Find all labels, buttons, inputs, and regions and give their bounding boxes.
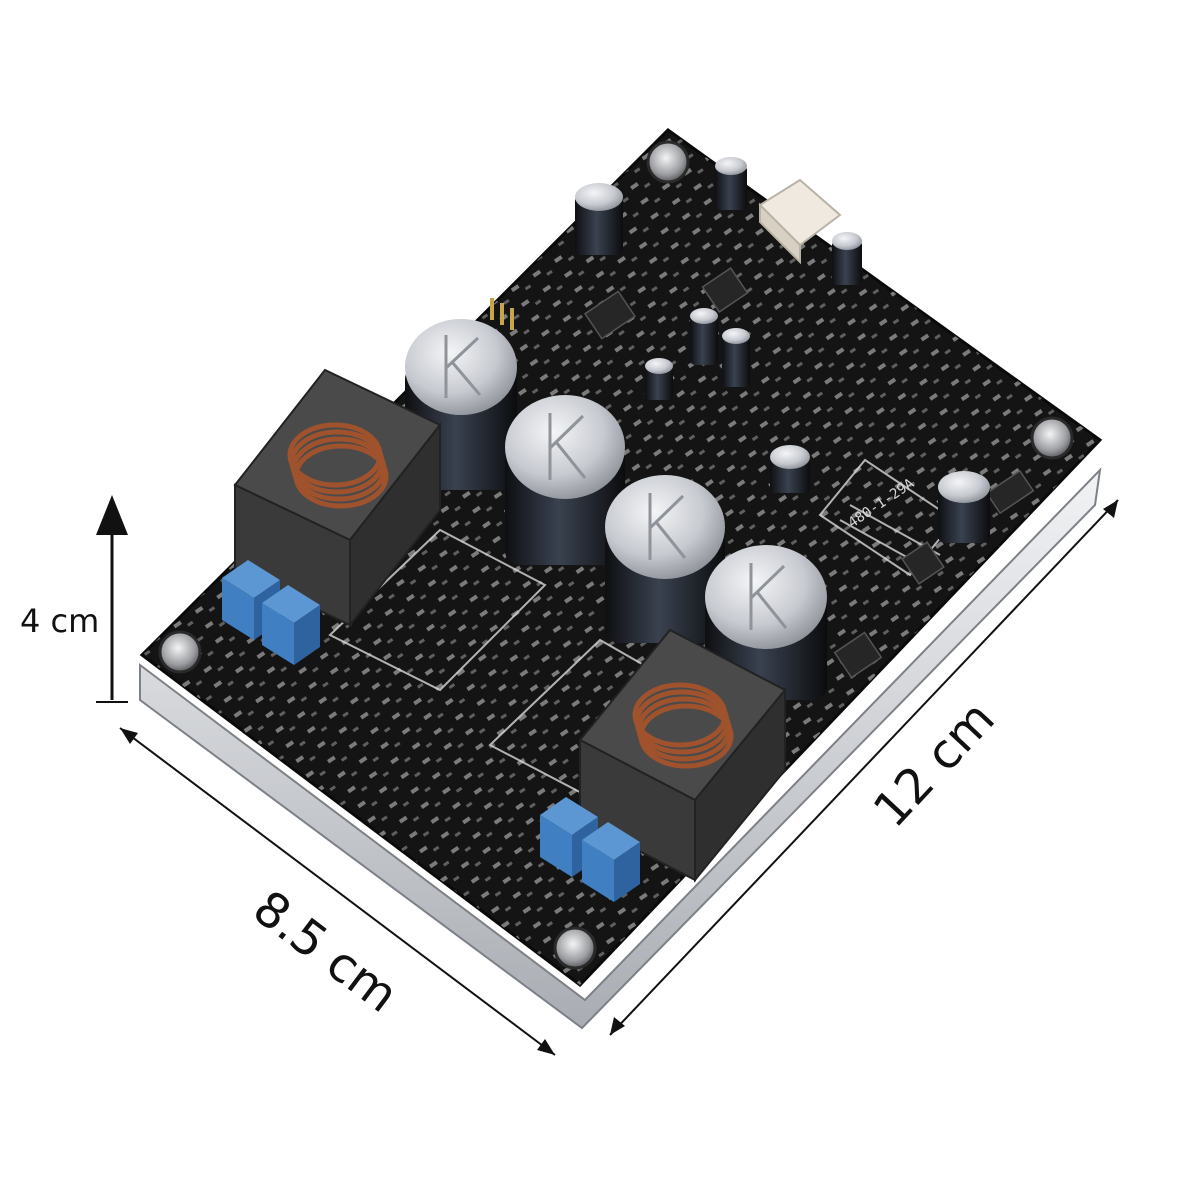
mounting-screw bbox=[1030, 416, 1074, 460]
small-capacitor bbox=[575, 183, 623, 255]
height-dimension: 4 cm bbox=[20, 495, 128, 703]
terminal-block bbox=[582, 822, 640, 902]
small-capacitor bbox=[832, 232, 862, 285]
height-label: 4 cm bbox=[20, 602, 99, 640]
mounting-screws bbox=[158, 140, 1074, 970]
copper-winding bbox=[632, 682, 734, 769]
small-capacitor bbox=[715, 157, 747, 210]
depth-label: 8.5 cm bbox=[243, 880, 408, 1024]
copper-winding bbox=[287, 422, 389, 509]
surface-components bbox=[583, 267, 1035, 679]
mounting-screw bbox=[158, 630, 202, 674]
terminal-blocks bbox=[222, 560, 640, 902]
terminal-block bbox=[262, 585, 320, 665]
small-capacitors bbox=[575, 157, 990, 543]
large-capacitor bbox=[605, 475, 725, 643]
board-tray bbox=[139, 467, 1102, 1030]
mounting-screw bbox=[646, 140, 690, 184]
large-capacitor bbox=[505, 395, 625, 565]
pin-header bbox=[490, 298, 514, 330]
mounting-screw bbox=[553, 926, 597, 970]
small-capacitor bbox=[938, 471, 990, 543]
small-capacitor bbox=[722, 328, 750, 387]
small-capacitor bbox=[770, 445, 810, 493]
wire-connector bbox=[758, 178, 842, 265]
inductor-left bbox=[233, 368, 442, 628]
inductor-right bbox=[578, 628, 787, 883]
small-capacitor bbox=[690, 308, 718, 365]
small-capacitor bbox=[645, 358, 673, 400]
